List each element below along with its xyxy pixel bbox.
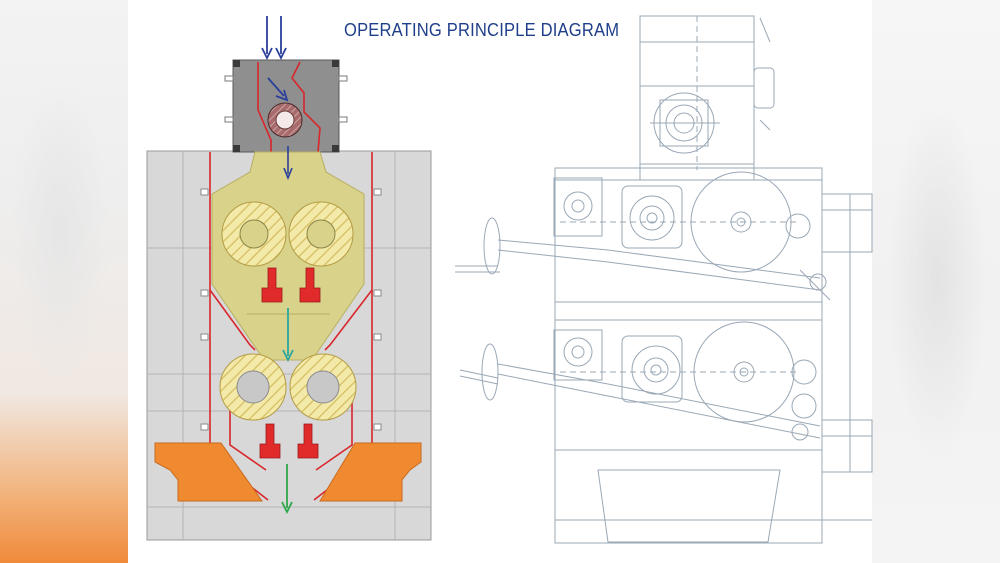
discharge-wedges [154,442,422,502]
crusher-schematic [146,16,432,541]
output-arrow [281,464,293,515]
left-blurred-background [0,0,128,563]
feeder-bolts [233,60,339,152]
mid-arrow [282,308,294,363]
housing-bolts [200,188,382,431]
diagram-title: OPERATING PRINCIPLE DIAGRAM [344,20,620,40]
lower-rolls [219,353,357,421]
upper-rolls [221,201,354,267]
feeder-guides [257,61,321,153]
machine-line-drawing [455,15,873,544]
gap-adjusters [259,267,321,459]
chamber-arrow [283,146,293,181]
feed-arrow-pair [261,16,287,61]
right-blurred-background [872,0,1000,563]
feeder-side-lugs [224,75,348,123]
flow-arrows [261,16,294,515]
feed-arrow-diagonal [267,77,289,102]
